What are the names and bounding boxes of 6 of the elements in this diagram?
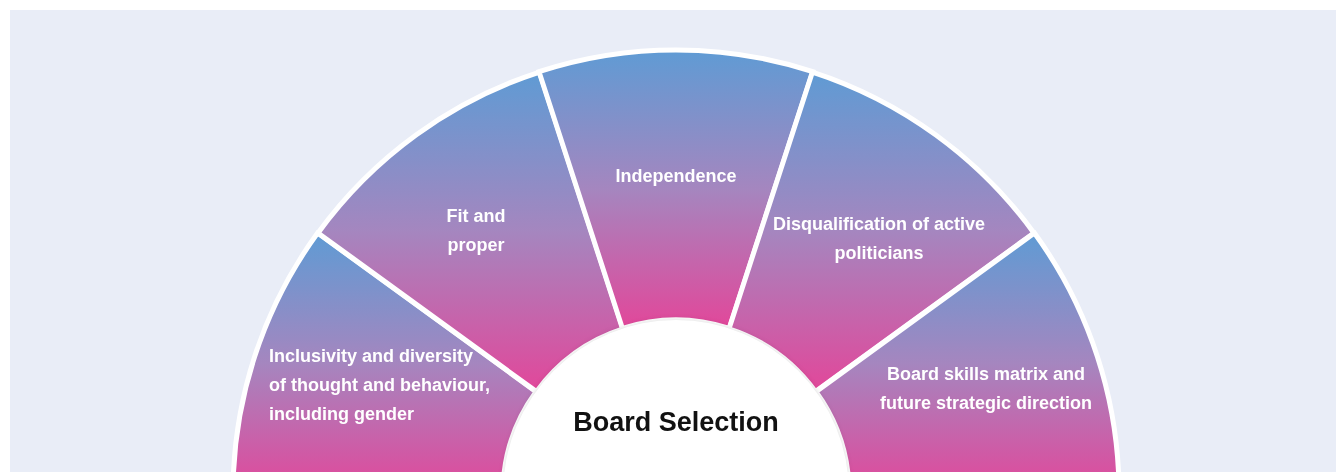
segment-label: Disqualification of active politicians	[771, 213, 986, 265]
segment-label: Fit and proper	[445, 205, 507, 257]
segment-label: Independence	[614, 165, 738, 188]
center-title: Board Selection	[572, 407, 780, 438]
segment-label: Board skills matrix and future strategic direction	[878, 363, 1093, 415]
segment-label: Inclusivity and diversity of thought and behaviour, including gender	[269, 345, 491, 426]
